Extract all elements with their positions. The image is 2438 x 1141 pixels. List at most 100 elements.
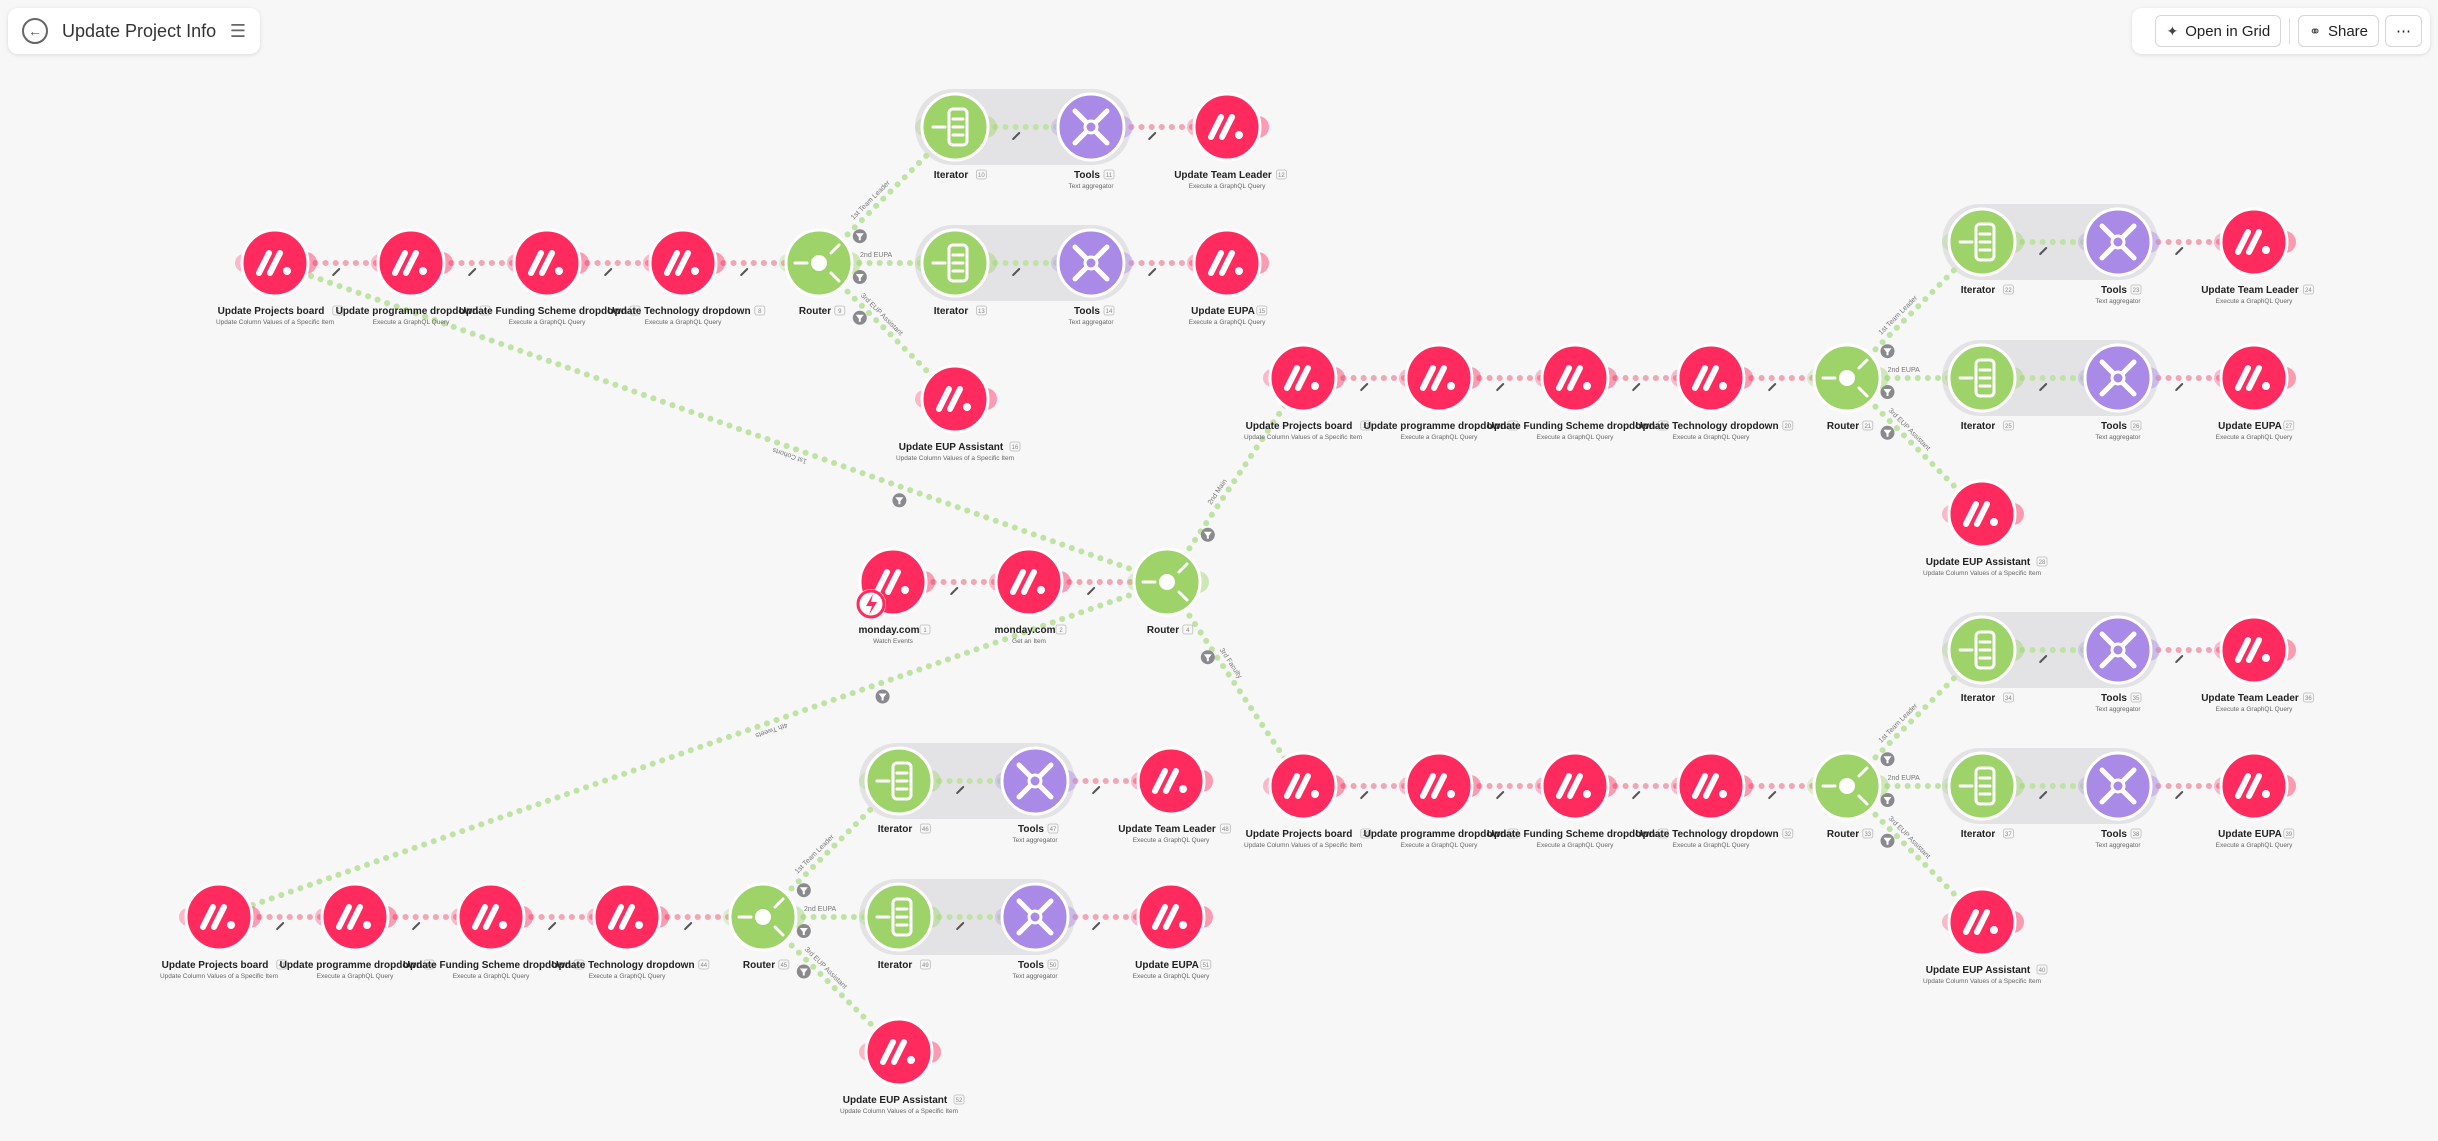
wrench-icon[interactable] [1632, 791, 1641, 799]
wrench-icon[interactable] [740, 268, 749, 276]
wrench-icon[interactable] [2039, 655, 2048, 663]
scenario-title[interactable]: Update Project Info [62, 20, 217, 41]
wrench-icon[interactable] [950, 587, 959, 595]
wrench-icon[interactable] [1087, 587, 1096, 595]
wrench-icon[interactable] [1632, 383, 1641, 391]
wrench-icon[interactable] [1768, 383, 1777, 391]
wrench-icon[interactable] [956, 786, 965, 794]
filter-icon[interactable] [875, 689, 890, 704]
wrench-icon[interactable] [412, 922, 421, 930]
wrench-icon[interactable] [956, 922, 965, 930]
wrench-icon[interactable] [2039, 247, 2048, 255]
wrench-icon[interactable] [1092, 786, 1101, 794]
share-button[interactable]: ⚭ Share [2298, 15, 2379, 47]
wrench-icon[interactable] [332, 268, 341, 276]
filter-icon[interactable] [796, 924, 811, 938]
filter-icon[interactable] [796, 883, 811, 898]
wrench-icon[interactable] [548, 922, 557, 930]
open-in-grid-button[interactable]: ✦ Open in Grid [2155, 15, 2282, 47]
settings-sliders-icon[interactable]: ☰ [229, 20, 246, 41]
wrench-icon[interactable] [2175, 247, 2184, 255]
back-arrow-icon[interactable]: ← [22, 18, 48, 44]
more-options-button[interactable]: ⋯ [2385, 15, 2422, 47]
filter-icon[interactable] [852, 270, 867, 284]
wrench-icon[interactable] [1360, 791, 1369, 799]
filter-icon[interactable] [852, 310, 867, 325]
wrench-icon[interactable] [276, 922, 285, 930]
wrench-icon[interactable] [1012, 132, 1021, 140]
wrench-icon[interactable] [2175, 655, 2184, 663]
wrench-icon[interactable] [468, 268, 477, 276]
filter-icon[interactable] [1200, 527, 1215, 542]
instant-trigger-icon[interactable] [856, 589, 886, 619]
filter-icon[interactable] [1880, 344, 1895, 359]
wrench-icon[interactable] [2175, 791, 2184, 799]
wrench-icon[interactable] [1360, 383, 1369, 391]
wrench-icon[interactable] [604, 268, 613, 276]
filter-icon[interactable] [1880, 752, 1895, 767]
wrench-icon[interactable] [1092, 922, 1101, 930]
wrench-icon[interactable] [1496, 383, 1505, 391]
wrench-icon[interactable] [2039, 791, 2048, 799]
wrench-icon[interactable] [2039, 383, 2048, 391]
filter-icon[interactable] [1880, 793, 1895, 807]
wrench-icon[interactable] [1496, 791, 1505, 799]
filter-icon[interactable] [1200, 650, 1215, 665]
connection[interactable]: 2nd Main [1164, 375, 1306, 585]
filter-icon[interactable] [796, 964, 811, 979]
filter-icon[interactable] [892, 493, 907, 508]
wrench-icon[interactable] [1768, 791, 1777, 799]
filter-icon[interactable] [852, 229, 867, 244]
wrench-icon[interactable] [1148, 132, 1157, 140]
filter-icon[interactable] [1880, 425, 1895, 440]
wrench-icon[interactable] [684, 922, 693, 930]
filter-icon[interactable] [1880, 833, 1895, 848]
